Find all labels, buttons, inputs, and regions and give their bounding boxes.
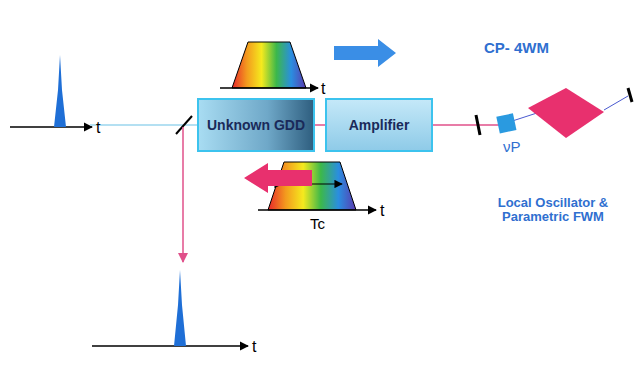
process-box: Amplifier (325, 98, 433, 152)
box-label: Amplifier (349, 117, 410, 133)
process-label: CP- 4WM (484, 40, 549, 57)
box-label: Unknown GDD (207, 117, 305, 133)
axis-label: t (380, 202, 384, 220)
duration-label: Tc (310, 216, 325, 233)
axis-label: t (252, 338, 256, 356)
axis-label: t (321, 80, 325, 98)
process-box: Unknown GDD (197, 98, 315, 152)
beam-connector (315, 124, 325, 126)
frequency-label: νP (503, 139, 521, 156)
oscillator-label: Local Oscillator & Parametric FWM (478, 196, 628, 225)
axis-label: t (96, 119, 100, 137)
